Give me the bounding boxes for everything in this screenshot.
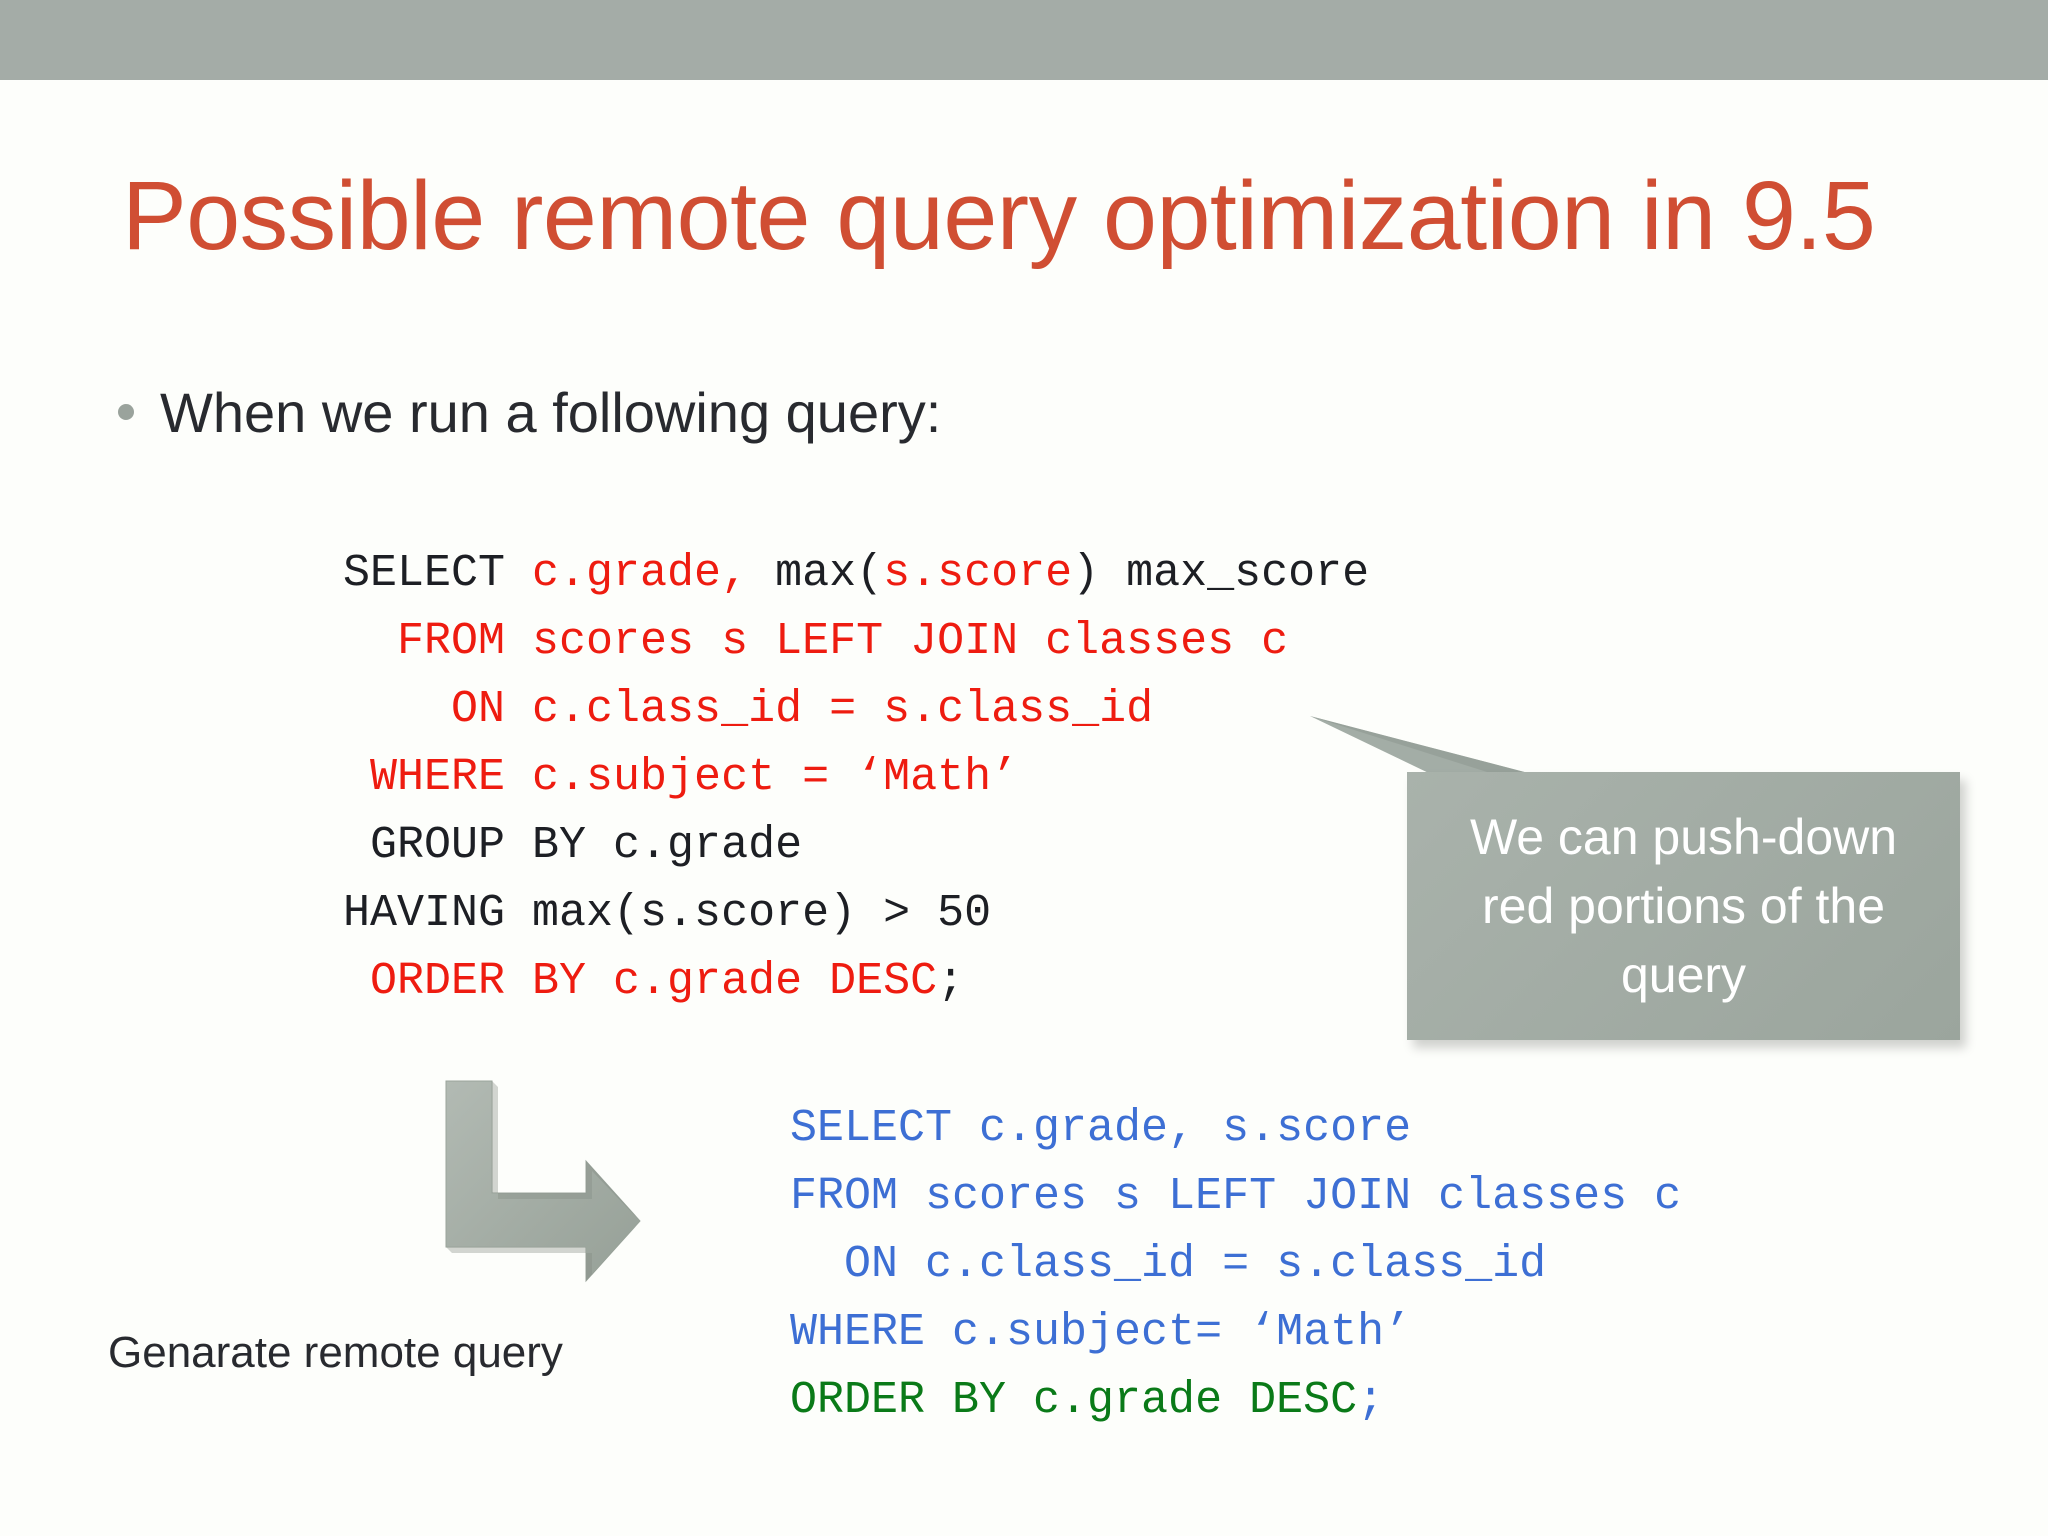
code-fragment: ; — [1357, 1375, 1385, 1426]
sql-keyword: FROM — [397, 616, 506, 667]
code-line: SELECT c.grade, max(s.score) max_score — [262, 540, 1369, 608]
code-fragment: BY c.grade DESC — [505, 956, 938, 1007]
elbow-arrow-down-right-icon — [445, 1080, 641, 1283]
code-fragment: ON c.class_id = s.class_id — [790, 1239, 1547, 1290]
sql-keyword: HAVING — [343, 888, 506, 939]
sql-keyword: WHERE — [370, 752, 506, 803]
code-fragment: WHERE c.subject= ‘Math’ — [790, 1307, 1412, 1358]
sql-keyword: ORDER — [370, 956, 506, 1007]
code-line: ON c.class_id = s.class_id — [790, 1231, 1681, 1299]
sql-keyword: ON — [451, 684, 506, 735]
code-line: SELECT c.grade, s.score — [790, 1095, 1681, 1163]
code-fragment: c.subject = ‘Math’ — [505, 752, 1019, 803]
code-fragment: max( — [775, 548, 884, 599]
code-fragment: c.class_id = s.class_id — [505, 684, 1154, 735]
page-title: Possible remote query optimization in 9.… — [122, 161, 1876, 270]
bullet-text: When we run a following query: — [160, 381, 942, 444]
sql-keyword: GROUP — [370, 820, 506, 871]
code-fragment: max(s.score) > 50 — [505, 888, 992, 939]
sql-keyword: SELECT — [343, 548, 506, 599]
callout-box: We can push-down red portions of the que… — [1407, 772, 1960, 1040]
code-line: ON c.class_id = s.class_id — [262, 676, 1369, 744]
bullet-dot-icon — [118, 404, 134, 420]
code-line: WHERE c.subject= ‘Math’ — [790, 1299, 1681, 1367]
code-fragment: ORDER BY c.grade DESC — [790, 1375, 1358, 1426]
code-line: WHERE c.subject = ‘Math’ — [262, 744, 1369, 812]
code-line: ORDER BY c.grade DESC; — [790, 1367, 1681, 1435]
code-fragment: ) max_score — [1072, 548, 1370, 599]
code-fragment: BY c.grade — [505, 820, 803, 871]
code-line: HAVING max(s.score) > 50 — [262, 880, 1369, 948]
code-fragment: SELECT c.grade, s.score — [790, 1103, 1412, 1154]
arrow-caption: Genarate remote query — [108, 1328, 563, 1377]
bullet-row: When we run a following query: — [118, 385, 941, 441]
code-fragment: c.grade, — [505, 548, 776, 599]
code-fragment: scores s LEFT JOIN classes c — [505, 616, 1289, 667]
code-fragment: s.score — [883, 548, 1073, 599]
code-line: FROM scores s LEFT JOIN classes c — [790, 1163, 1681, 1231]
code-line: GROUP BY c.grade — [262, 812, 1369, 880]
callout-text: We can push-down red portions of the que… — [1469, 808, 1898, 1003]
top-decorative-bar — [0, 0, 2048, 80]
code-fragment: FROM scores s LEFT JOIN classes c — [790, 1171, 1682, 1222]
code-fragment: ; — [937, 956, 965, 1007]
code-line: FROM scores s LEFT JOIN classes c — [262, 608, 1369, 676]
code-line: ORDER BY c.grade DESC; — [262, 948, 1369, 1016]
